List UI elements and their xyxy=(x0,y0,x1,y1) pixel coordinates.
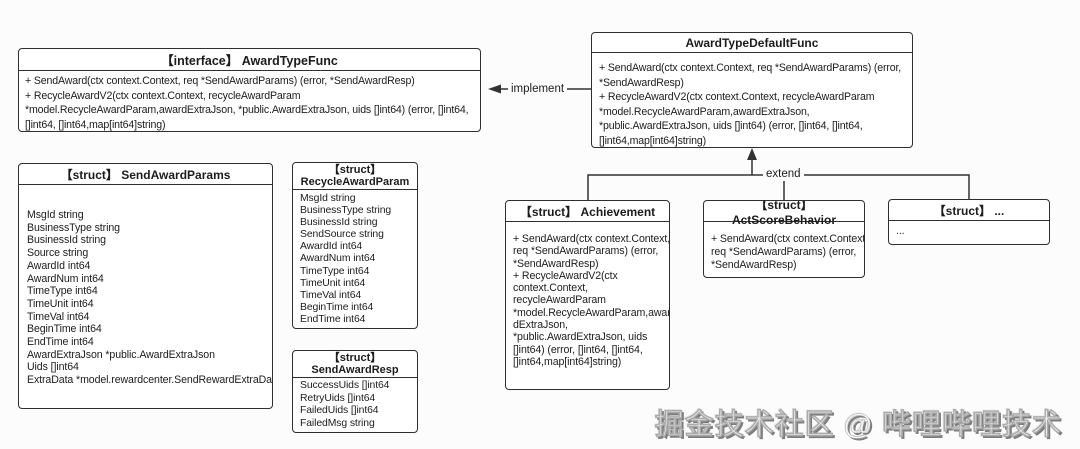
field-line: EndTime int64 xyxy=(27,336,94,349)
field-line: Uids []int64 xyxy=(27,361,79,374)
method-line: recycleAwardParam xyxy=(513,294,606,307)
field-line: BusinessType string xyxy=(300,205,392,217)
field-line: TimeType int64 xyxy=(27,285,98,298)
interface-awardtypefunc-methods: + SendAward(ctx context.Context, req *Se… xyxy=(19,71,480,131)
field-line: EndTime int64 xyxy=(300,313,366,325)
field-line: TimeUnit int64 xyxy=(300,277,366,289)
method-line: *model.RecycleAwardParam,awardExtraJson, xyxy=(599,105,810,118)
struct-ellipsis-body: ... xyxy=(889,221,1049,238)
method-line: + RecycleAwardV2(ctx context.Context, re… xyxy=(599,91,875,103)
extend-label: extend xyxy=(763,168,804,181)
method-line: + RecycleAwardV2(ctx context.Context, re… xyxy=(25,89,301,102)
method-line: + SendAward(ctx context.Context, req *Se… xyxy=(599,62,902,74)
method-line: + SendAward(ctx context.Context, xyxy=(513,233,670,245)
field-line: FailedMsg string xyxy=(300,417,375,429)
field-line: AwardId int64 xyxy=(27,259,91,272)
method-line: *public.AwardExtraJson, uids xyxy=(513,331,648,344)
field-line: MsgId string xyxy=(300,193,356,204)
awardtypedefaultfunc-title: AwardTypeDefaultFunc xyxy=(592,33,912,53)
method-line: *model.RecycleAwardParam,awar xyxy=(513,306,670,319)
field-line: AwardNum int64 xyxy=(300,253,376,265)
method-line: req *SendAwardParams) (error, xyxy=(513,245,659,258)
awardtypedefaultfunc-methods: + SendAward(ctx context.Context, req *Se… xyxy=(592,53,912,147)
field-line: BeginTime int64 xyxy=(27,323,102,336)
method-line: context.Context, xyxy=(513,282,588,295)
field-line: BusinessId string xyxy=(27,234,106,247)
field-line: MsgId string xyxy=(27,209,84,221)
struct-ellipsis-box: 【struct】 ... ... xyxy=(888,199,1050,245)
field-line: BusinessId string xyxy=(300,217,378,229)
interface-awardtypefunc-title: 【interface】 AwardTypeFunc xyxy=(19,49,480,71)
field-line: AwardId int64 xyxy=(300,241,363,253)
field-line: TimeVal int64 xyxy=(300,289,362,301)
field-line: TimeType int64 xyxy=(300,265,370,277)
interface-awardtypefunc-box: 【interface】 AwardTypeFunc + SendAward(ct… xyxy=(18,48,481,132)
struct-name: SendAwardResp xyxy=(311,363,399,376)
body-line: ... xyxy=(896,225,905,237)
sendawardparams-title: 【struct】 SendAwardParams xyxy=(19,164,272,185)
recycleawardparam-title: 【struct】 RecycleAwardParam xyxy=(293,163,417,190)
sendawardresp-title: 【struct】 SendAwardResp xyxy=(293,351,417,378)
method-line: + SendAward(ctx context.Context, req *Se… xyxy=(25,75,415,87)
actscorebehavior-methods: + SendAward(ctx context.Context,req *Sen… xyxy=(704,222,864,272)
field-line: FailedUids []int64 xyxy=(300,405,379,416)
achievement-title: 【struct】 Achievement xyxy=(506,201,669,222)
method-line: []int64,map[int64]string) xyxy=(599,134,706,147)
method-line: *SendAwardResp) xyxy=(711,259,797,271)
field-line: AwardExtraJson *public.AwardExtraJson xyxy=(27,348,215,361)
method-line: + SendAward(ctx context.Context, xyxy=(711,233,865,245)
method-line: *public.AwardExtraJson, uids []int64) (e… xyxy=(599,120,863,132)
field-line: SendSource string xyxy=(300,229,384,241)
field-line: AwardNum int64 xyxy=(27,272,104,285)
method-line: + RecycleAwardV2(ctx xyxy=(513,269,618,282)
field-line: Source string xyxy=(27,247,89,260)
method-line: dExtraJson, xyxy=(513,319,568,332)
actscorebehavior-title: 【struct】 ActScoreBehavior xyxy=(704,201,864,227)
field-line: BeginTime int64 xyxy=(300,301,374,313)
sendawardresp-box: 【struct】 SendAwardResp SuccessUids []int… xyxy=(292,350,418,433)
method-line: []int64) (error, []int64, []int64, xyxy=(513,343,643,356)
field-line: TimeVal int64 xyxy=(27,310,90,323)
actscorebehavior-box: 【struct】 ActScoreBehavior + SendAward(ct… xyxy=(703,200,865,278)
watermark-text: 掘金技术社区 @ 哔哩哔哩技术 xyxy=(654,409,1062,442)
struct-ellipsis-title: 【struct】 ... xyxy=(889,200,1049,221)
struct-keyword: 【struct】 xyxy=(328,164,382,176)
field-line: BusinessType string xyxy=(27,221,120,234)
method-line: []int64,map[int64]string) xyxy=(513,355,622,368)
method-line: req *SendAwardParams) (error, xyxy=(711,246,857,258)
field-line: RetryUids []int64 xyxy=(300,392,376,404)
field-line: TimeUnit int64 xyxy=(27,297,94,310)
method-line: *SendAwardResp) xyxy=(513,257,599,270)
struct-name: RecycleAwardParam xyxy=(300,175,410,188)
achievement-box: 【struct】 Achievement + SendAward(ctx con… xyxy=(505,200,670,390)
method-line: *SendAwardResp) xyxy=(599,76,684,89)
method-line: *model.RecycleAwardParam,awardExtraJson,… xyxy=(25,104,469,116)
field-line: SuccessUids []int64 xyxy=(300,380,390,391)
struct-keyword: 【struct】 xyxy=(328,352,382,364)
achievement-methods: + SendAward(ctx context.Context,req *Sen… xyxy=(506,222,669,368)
method-line: []int64, []int64,map[int64]string) xyxy=(25,118,166,131)
field-line: ExtraData *model.rewardcenter.SendReward… xyxy=(27,374,273,387)
implement-label: implement xyxy=(508,83,568,96)
awardtypedefaultfunc-box: AwardTypeDefaultFunc + SendAward(ctx con… xyxy=(591,32,913,148)
